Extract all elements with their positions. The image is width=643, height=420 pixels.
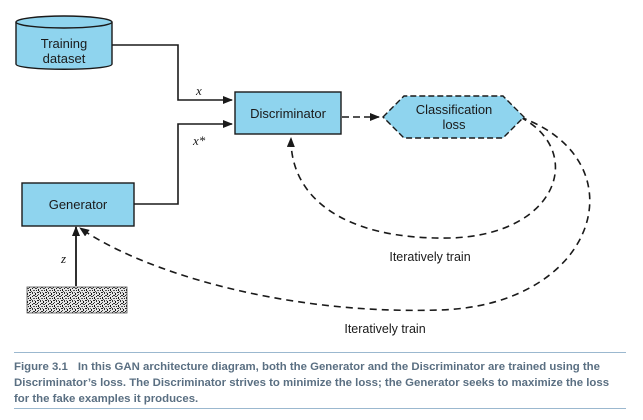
caption-text: In this GAN architecture diagram, both t…	[14, 361, 610, 405]
noise-input-image	[26, 286, 128, 314]
generator-to-discriminator-arrow	[134, 120, 233, 205]
noise-vector-label: z	[60, 251, 66, 266]
gan-architecture-diagram: Training dataset Generator Discriminator…	[15, 15, 591, 336]
generator-label: Generator	[49, 197, 108, 212]
caption-top-rule	[14, 352, 626, 353]
training-dataset-label-line1: Training	[41, 36, 87, 51]
real-sample-label: x	[195, 83, 202, 98]
generator-training-loop-arrow	[79, 116, 591, 312]
classification-loss-label-line1: Classification	[416, 102, 493, 117]
figure-number: Figure 3.1	[14, 361, 68, 373]
classification-loss-label-line2: loss	[442, 117, 466, 132]
classification-loss-node: Classification loss	[382, 95, 525, 139]
discriminator-node: Discriminator	[234, 91, 342, 135]
generator-loop-label: Iteratively train	[344, 322, 425, 336]
training-dataset-label-line2: dataset	[43, 51, 86, 66]
discriminator-loop-label: Iteratively train	[389, 250, 470, 264]
discriminator-training-loop-arrow	[286, 116, 557, 239]
training-dataset-node: Training dataset	[15, 15, 113, 70]
caption-bottom-rule	[14, 408, 626, 409]
fake-sample-label: x*	[192, 133, 206, 148]
discriminator-label: Discriminator	[250, 106, 327, 121]
generator-node: Generator	[21, 182, 135, 227]
training-to-discriminator-arrow	[112, 44, 233, 104]
